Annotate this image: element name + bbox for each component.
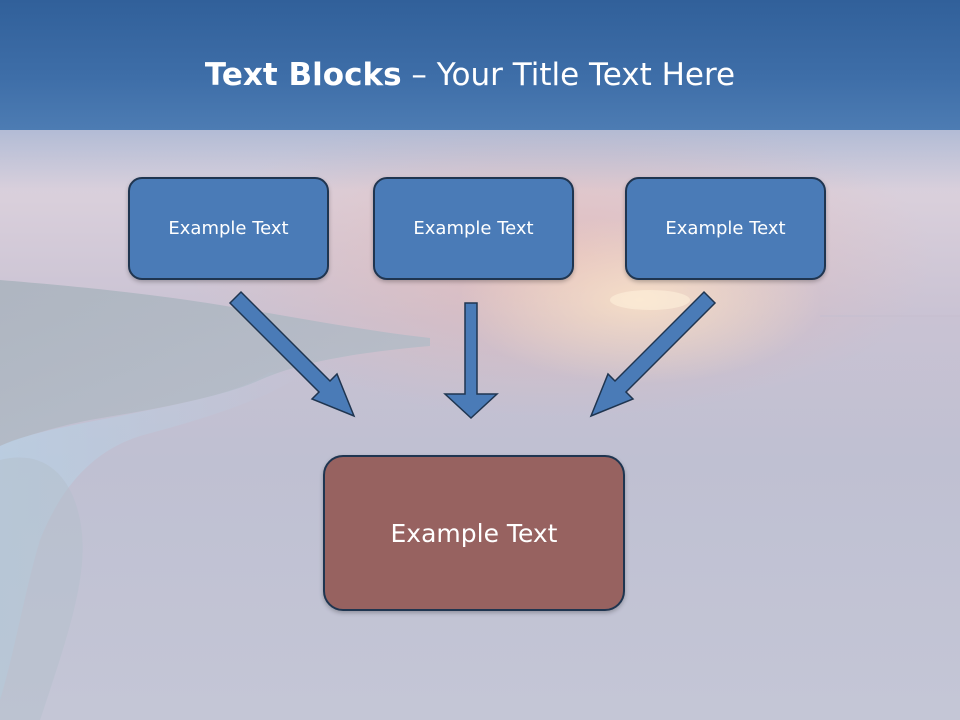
title-separator: – [401, 57, 437, 93]
text-block-main[interactable]: Example Text [323, 455, 625, 611]
arrow-right-icon [589, 290, 717, 418]
arrow-left-icon [228, 290, 356, 418]
text-block-2-label: Example Text [413, 218, 534, 239]
title-bold-text: Text Blocks [204, 57, 402, 93]
text-block-1[interactable]: Example Text [128, 177, 329, 280]
text-block-3[interactable]: Example Text [625, 177, 826, 280]
text-block-2[interactable]: Example Text [373, 177, 574, 280]
arrow-center-icon [443, 302, 499, 420]
slide-title: Text Blocks – Your Title Text Here [0, 52, 960, 98]
text-block-3-label: Example Text [665, 218, 786, 239]
title-rest-text: Your Title Text Here [436, 57, 736, 93]
text-block-1-label: Example Text [168, 218, 289, 239]
text-block-main-label: Example Text [390, 518, 558, 548]
title-bar: Text Blocks – Your Title Text Here [0, 0, 960, 130]
